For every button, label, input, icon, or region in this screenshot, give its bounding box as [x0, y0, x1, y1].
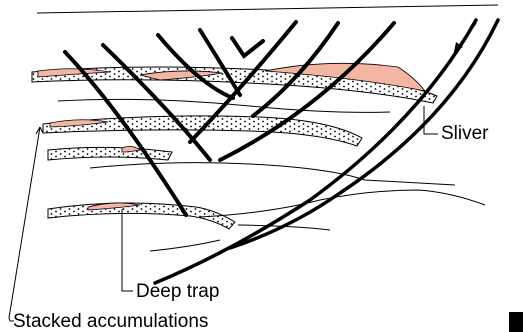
master-fault-line	[153, 18, 478, 285]
reservoir-layer-lower-left	[47, 146, 173, 161]
stacked-accumulations-label: Stacked accumulations	[13, 311, 209, 332]
sliver-label: Sliver	[441, 123, 489, 144]
sliver-fault-line	[228, 18, 500, 250]
accumulation-middle	[49, 119, 109, 128]
fault-line	[63, 50, 188, 217]
fault-small	[230, 36, 265, 59]
stacked-leader	[8, 126, 41, 322]
accumulation-shallow-2	[139, 70, 223, 81]
leader-lines	[8, 106, 438, 322]
horizon-line	[57, 98, 391, 113]
fault-line	[251, 21, 340, 118]
stacked-leader-arrow	[35, 126, 44, 135]
master-fault	[153, 18, 500, 285]
accumulation-middle-2	[121, 146, 141, 153]
accumulation-deep-trap	[87, 202, 141, 211]
motion-arrow	[454, 22, 477, 52]
deep-trap-leader	[121, 209, 133, 292]
fault-line	[156, 33, 235, 100]
horizon-line	[149, 239, 221, 252]
hydrocarbon-accumulations	[37, 62, 426, 211]
ground-surface-line	[36, 4, 499, 14]
faults	[63, 20, 396, 217]
horizon-line	[199, 189, 486, 218]
fault-line	[188, 20, 298, 144]
reservoir-layer-deep	[47, 202, 236, 230]
deep-trap-label: Deep trap	[136, 281, 220, 302]
fault-line	[218, 21, 396, 162]
horizon-line	[89, 162, 456, 186]
sliver-leader	[423, 106, 438, 135]
fault-line	[101, 43, 212, 162]
corner-mark	[509, 312, 523, 332]
accumulation-shallow-1	[37, 68, 111, 78]
horizon-line	[237, 224, 331, 231]
